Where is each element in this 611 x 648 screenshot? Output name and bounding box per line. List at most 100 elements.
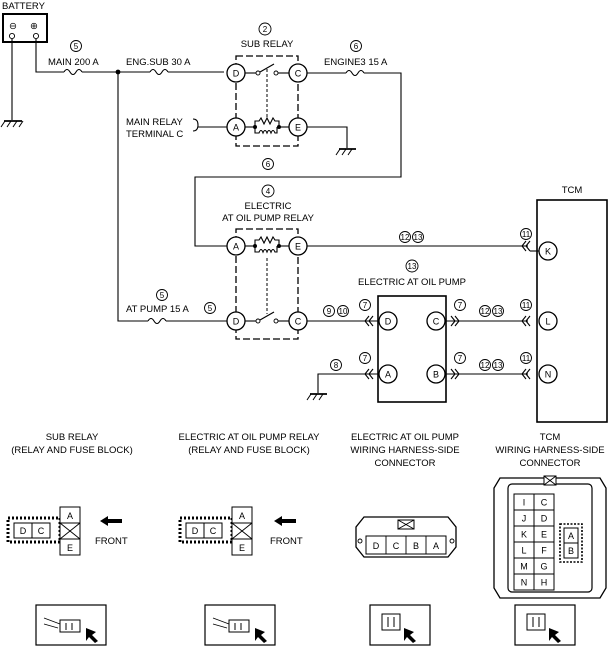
wire-label-11-k: 11: [520, 228, 532, 240]
svg-text:13: 13: [494, 361, 503, 370]
svg-text:C: C: [38, 526, 45, 536]
main-wire: [35, 39, 64, 73]
tcm-grid-cell-label: G: [540, 562, 547, 572]
pump-pin-a: A: [385, 370, 391, 380]
tcm-grid-cell-label: L: [521, 546, 526, 556]
svg-text:7: 7: [458, 354, 463, 363]
at-relay-location-icon: [204, 604, 276, 646]
wire-label-c-line: 7 12 13 11: [454, 299, 532, 317]
wire-label-12-13-k: 12 13: [399, 231, 424, 243]
svg-text:12: 12: [481, 307, 490, 316]
sub-relay-pin-c: C: [295, 69, 302, 79]
svg-text:A: A: [568, 531, 574, 541]
engine3-fuse: 6 ENGINE3 15 A: [324, 40, 388, 77]
at-relay-connector-view: ELECTRIC AT OIL PUMP RELAY (RELAY AND FU…: [178, 432, 320, 556]
at-relay-pin-a: A: [233, 242, 239, 252]
battery: BATTERY ⊖ ⊕: [2, 1, 48, 43]
sub-relay-pin-a: A: [233, 123, 239, 133]
pump-view-line1: ELECTRIC AT OIL PUMP: [351, 432, 459, 443]
tcm-grid-cell-label: F: [541, 546, 547, 556]
svg-text:B: B: [413, 541, 419, 551]
tcm-k-connector-mark: [521, 240, 531, 252]
pump-d-connector-mark: [364, 315, 374, 327]
svg-text:A: A: [239, 511, 245, 521]
tcm-pin-l: L: [545, 317, 550, 327]
pump-title: ELECTRIC AT OIL PUMP: [358, 277, 466, 288]
svg-text:11: 11: [522, 354, 531, 363]
sub-relay-location-icon: [35, 604, 107, 646]
circle-num-5: 5: [74, 42, 79, 51]
battery-negative: ⊖: [9, 21, 17, 32]
tcm: TCM K L N: [536, 185, 608, 423]
sub-relay-pin-d: D: [233, 69, 240, 79]
sub-relay-pin-e: E: [295, 123, 301, 133]
svg-text:B: B: [568, 546, 574, 556]
pump-pin-d: D: [385, 317, 392, 327]
tcm-grid-cell-label: N: [521, 578, 528, 588]
at-relay-view-front: FRONT: [270, 536, 303, 547]
pump-view-line3: CONNECTOR: [374, 458, 435, 469]
at-pump-feed-wire: [117, 72, 148, 322]
at-relay-pin-d: D: [233, 317, 240, 327]
svg-text:12: 12: [401, 233, 410, 242]
at-oil-pump-relay: 4 ELECTRIC AT OIL PUMP RELAY A E D C: [222, 184, 315, 340]
tcm-view-line3: CONNECTOR: [519, 458, 580, 469]
main-relay-terminal-line2: TERMINAL C: [126, 129, 183, 140]
at-relay-pin-c: C: [295, 317, 302, 327]
svg-text:11: 11: [522, 301, 531, 310]
svg-text:C: C: [210, 526, 217, 536]
tcm-title: TCM: [562, 185, 583, 196]
circle-num-6-mid: 6: [266, 160, 271, 169]
svg-text:E: E: [239, 543, 245, 553]
at-relay-title-1: ELECTRIC: [245, 201, 292, 212]
tcm-grid-cell-label: I: [523, 498, 526, 508]
tcm-n-connector-mark: [521, 368, 531, 380]
eng-sub-fuse-label: ENG.SUB 30 A: [126, 57, 191, 68]
wire-label-8-7: 8 7: [330, 352, 371, 371]
main-relay-terminal-connector: [192, 118, 199, 132]
svg-text:D: D: [20, 526, 27, 536]
svg-text:A: A: [433, 541, 439, 551]
svg-text:8: 8: [334, 361, 339, 370]
at-relay-view-line2: (RELAY AND FUSE BLOCK): [188, 445, 310, 456]
eng-sub-fuse: ENG.SUB 30 A: [126, 57, 191, 76]
svg-text:A: A: [67, 511, 73, 521]
pump-connector-view: ELECTRIC AT OIL PUMP WIRING HARNESS-SIDE…: [350, 432, 460, 558]
tcm-pin-k: K: [545, 247, 551, 257]
main-fuse-label: MAIN 200 A: [48, 57, 99, 68]
tcm-grid-cell-label: E: [541, 530, 547, 540]
sub-relay-view-front: FRONT: [95, 536, 128, 547]
battery-positive: ⊕: [30, 21, 38, 32]
electric-at-oil-pump: 13 ELECTRIC AT OIL PUMP D C A B: [358, 259, 466, 403]
pump-ground-symbol: [306, 393, 327, 401]
svg-text:D: D: [192, 526, 199, 536]
circle-num-6-top: 6: [354, 42, 359, 51]
at-relay-pin-e: E: [295, 242, 301, 252]
svg-text:10: 10: [339, 307, 348, 316]
circle-num-13-pump: 13: [408, 262, 417, 271]
at-pump-fuse: 5 AT PUMP 15 A 5: [126, 289, 216, 325]
circle-num-5-a: 5: [160, 291, 165, 300]
svg-text:9: 9: [327, 307, 332, 316]
tcm-grid-cell-label: H: [541, 578, 548, 588]
svg-text:7: 7: [363, 354, 368, 363]
svg-text:12: 12: [481, 361, 490, 370]
svg-text:13: 13: [494, 307, 503, 316]
pump-c-connector-mark: [450, 315, 460, 327]
main-relay-terminal-line1: MAIN RELAY: [126, 117, 184, 128]
pump-view-line2: WIRING HARNESS-SIDE: [350, 445, 459, 456]
tcm-l-connector-mark: [521, 315, 531, 327]
battery-ground-symbol: [0, 120, 24, 128]
sub-relay-title: SUB RELAY: [241, 39, 294, 50]
svg-text:7: 7: [363, 301, 368, 310]
at-pump-fuse-label: AT PUMP 15 A: [126, 304, 189, 315]
sub-relay-connector-view: SUB RELAY (RELAY AND FUSE BLOCK) D C A E…: [6, 432, 133, 556]
tcm-grid-cell-label: M: [520, 562, 528, 572]
pump-ground-wire: [317, 373, 378, 393]
circle-6-mid: [262, 158, 274, 170]
sub-relay-view-line1: SUB RELAY: [46, 432, 99, 443]
svg-text:7: 7: [458, 301, 463, 310]
svg-text:11: 11: [522, 230, 531, 239]
tcm-grid-cell-label: C: [541, 498, 548, 508]
tcm-connector-view: TCM WIRING HARNESS-SIDE CONNECTOR IJKLMN…: [493, 432, 607, 599]
